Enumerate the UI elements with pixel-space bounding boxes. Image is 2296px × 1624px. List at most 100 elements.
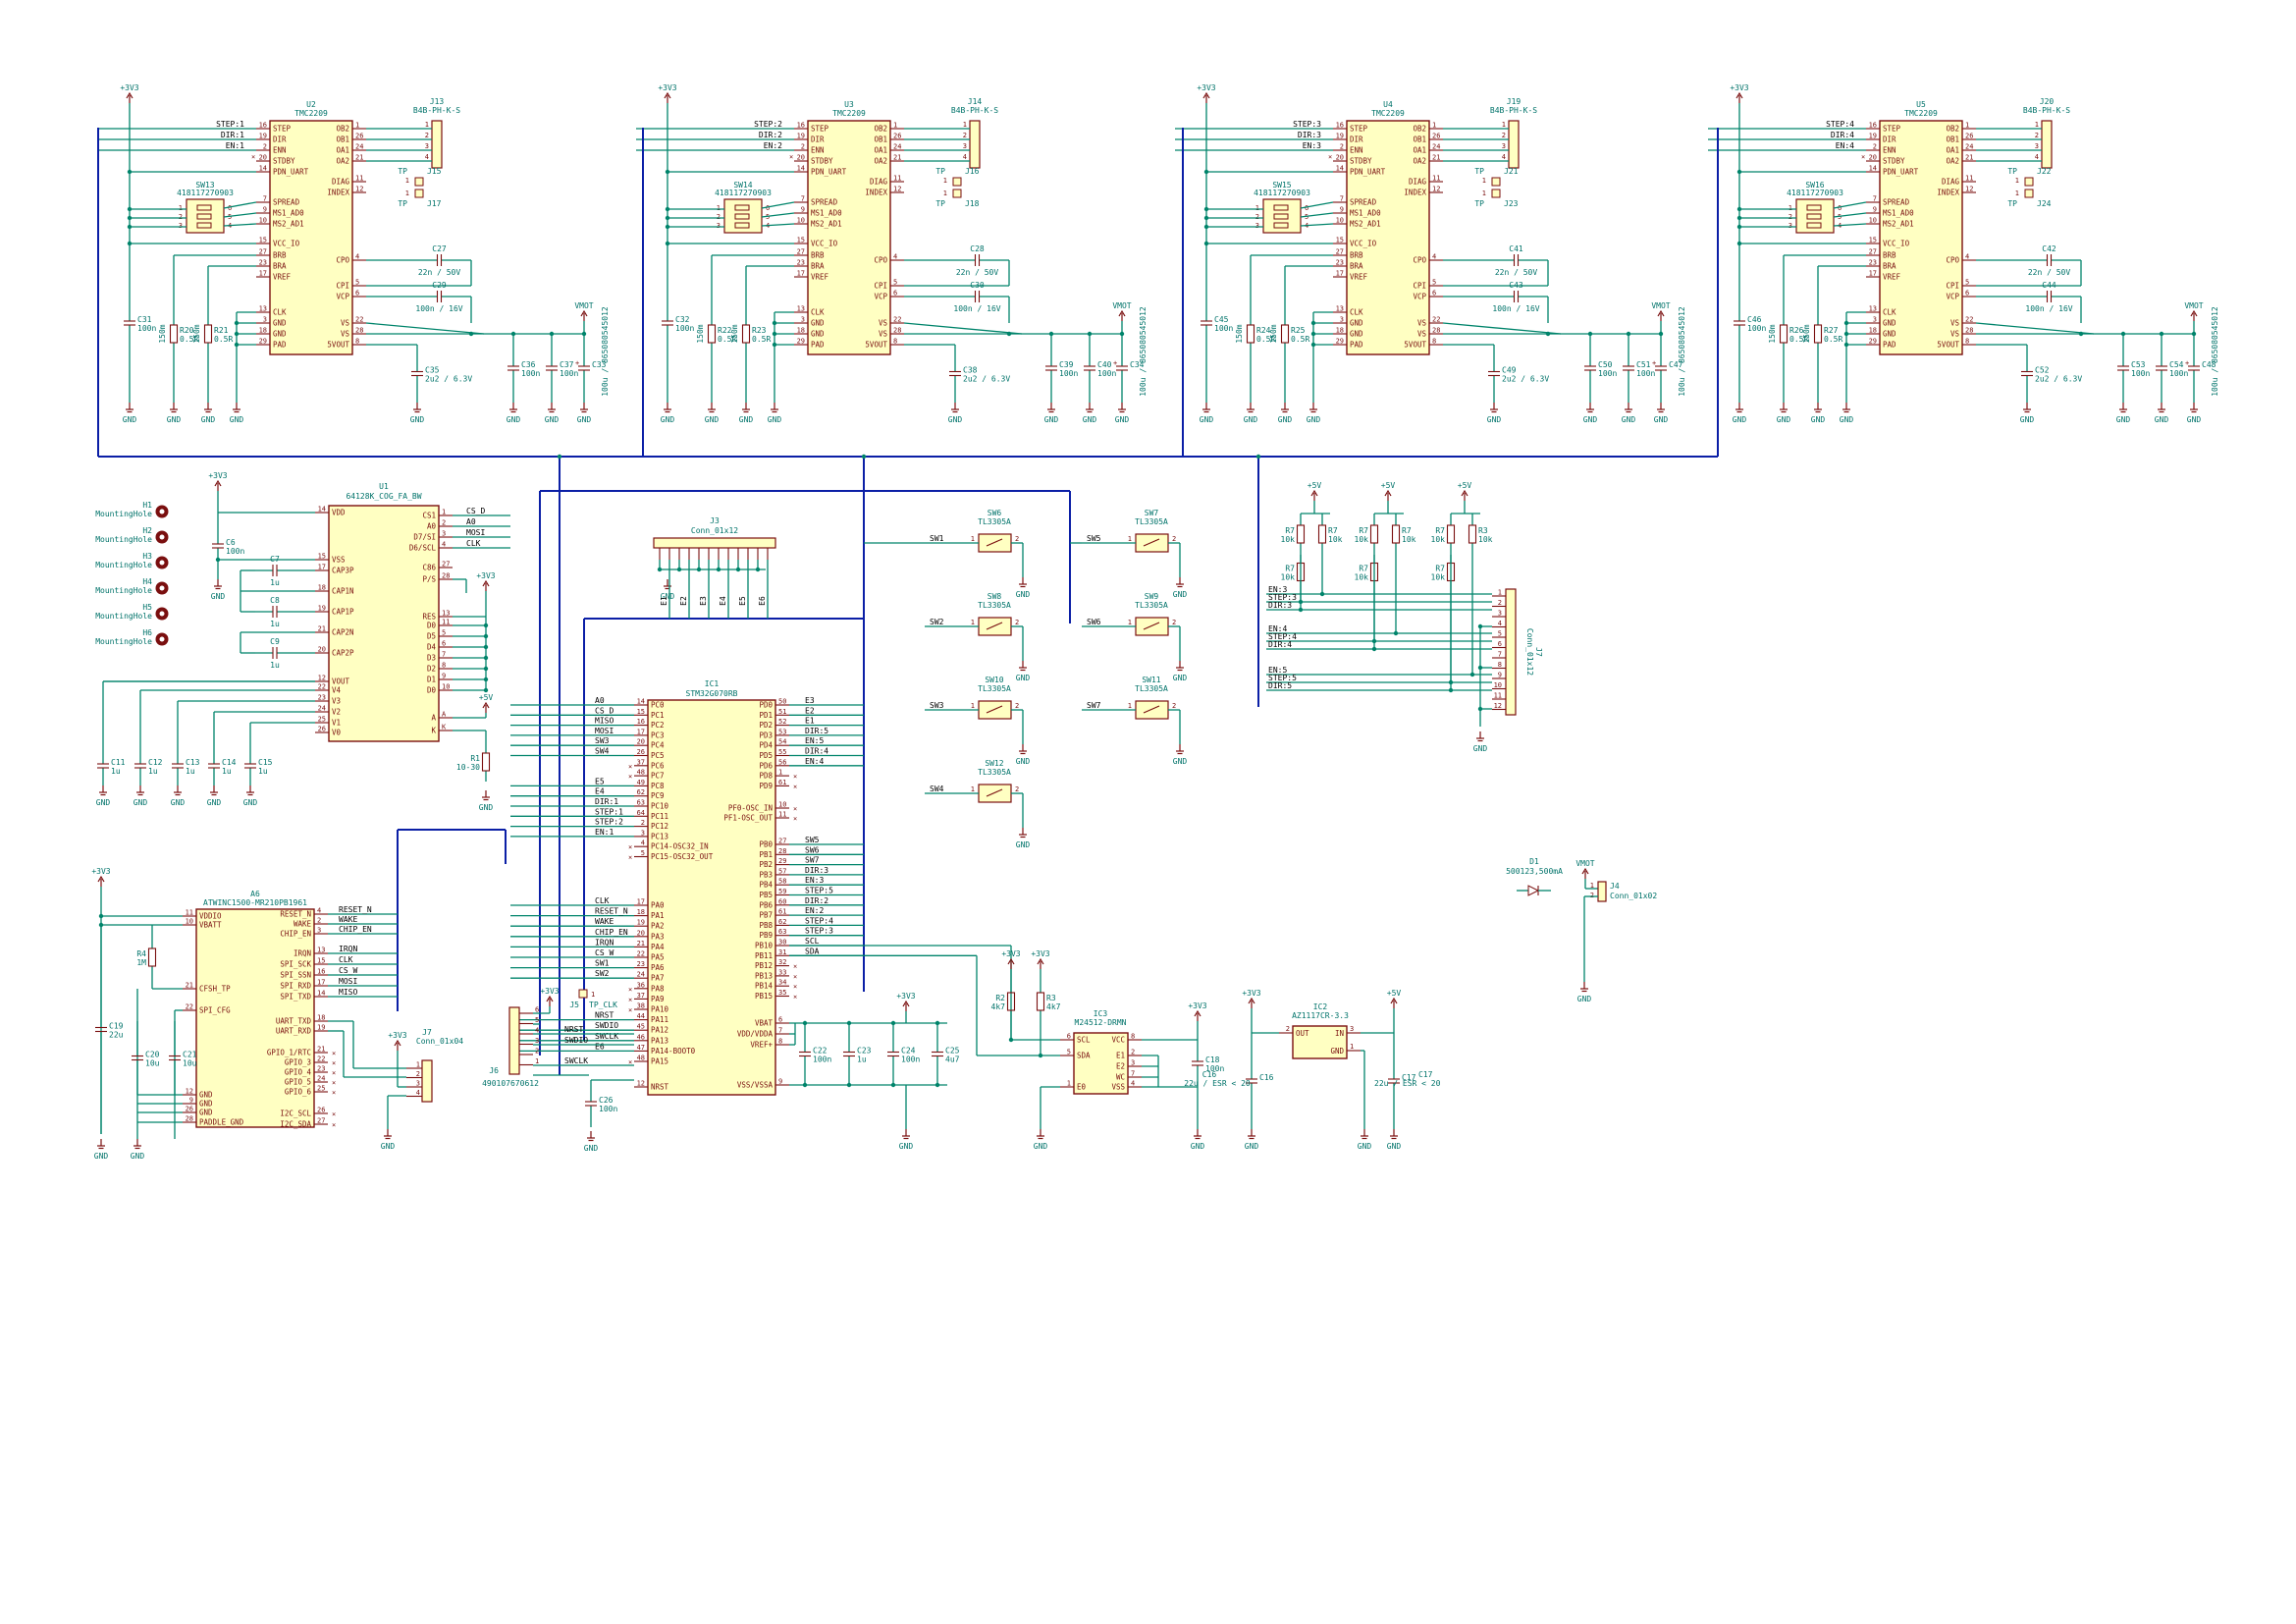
pin-name: SPI_TXD [280,993,311,1001]
pin-name: PB9 [759,931,773,940]
cap-value: 100n [675,324,694,333]
no-connect: × [1861,153,1865,161]
pin-name: CLK [1350,308,1363,317]
driver-part: TMC2209 [294,109,328,118]
pin-name: BRB [811,251,825,260]
net-label: SW5 [805,836,820,844]
no-connect: × [332,1059,336,1067]
pin-name: CHIP_EN [280,930,311,939]
res-ref: R23 [752,326,767,335]
pin-number: 4 [893,253,897,261]
switch-contact [1143,538,1160,547]
pin-number: 23 [1869,259,1877,267]
pin-number: 2 [425,132,429,139]
pin-number: 21 [1965,154,1973,162]
ground-label: GND [1473,744,1488,753]
pin-number: 63 [637,799,645,807]
ground-label: GND [577,415,592,424]
net-label: DIR:2 [805,896,828,905]
pin-number: 2 [1590,892,1594,899]
pin-name: CFSH_TP [199,985,231,994]
pin-name: PAD [811,341,825,350]
junction [483,644,489,650]
no-connect: × [793,963,797,971]
no-connect: × [789,153,793,161]
pin-number: 14 [318,506,326,514]
cap-value: 1u [258,767,268,776]
ground-symbol: GND [230,403,243,424]
pin-number: 14 [259,165,267,173]
pin-number: 28 [1965,327,1973,335]
pin-number: 27 [442,561,450,568]
pin-number: 4 [1432,253,1436,261]
res-ref: R3 [1478,526,1488,535]
pin-name: OA1 [1413,146,1426,155]
pin-name: PC10 [651,802,669,811]
pin-name: MS1_AD0 [811,209,842,218]
pin-number: 19 [318,605,326,613]
pin-name: 5VOUT [327,341,349,350]
pin-number: 6 [1838,204,1842,212]
cap-value: 2u2 / 6.3V [2035,375,2082,384]
res-body [1317,524,1327,544]
pin-name: PA9 [651,995,665,1003]
power-symbol: +3V3 [658,83,677,103]
junction [468,331,474,337]
pin-number: 6 [1965,290,1969,298]
power-label: +3V3 [1730,83,1748,92]
pin-name: SDA [1077,1052,1091,1060]
net-label: E6 [595,1042,605,1051]
pin-name: VS [1950,330,1960,339]
pin-number: 3 [263,316,267,324]
junction [234,331,240,337]
junction [1008,1037,1014,1043]
mounting-hole-bore [159,560,165,566]
junction [1203,206,1209,212]
cap-value: 10u [145,1059,160,1068]
ground-label: GND [1811,415,1826,424]
pin-name: STEP [811,125,829,134]
pin-number: 7 [1340,195,1344,203]
pin-number: 9 [801,206,805,214]
pin-name: VREF [1883,273,1901,282]
pin-number: 28 [778,847,786,855]
ground-label: GND [1016,674,1031,682]
pin-number: 37 [637,992,645,1000]
junction [1448,679,1454,685]
pin-name: PA8 [651,984,665,993]
pin-number: 21 [893,154,901,162]
pin-name: RES [422,613,436,622]
pin-name: VDD/VDDA [737,1030,774,1039]
cap-ref: C38 [963,366,978,375]
cap-value: 100n [599,1105,617,1113]
res-value: 4k7 [991,1002,1006,1011]
ground-symbol: GND [201,403,215,424]
pin-number: 24 [1965,143,1973,151]
res-power: 150m [1802,324,1811,343]
pin-number: 10 [1336,217,1344,225]
net-label: E5 [595,777,605,785]
pin-number: K [442,724,447,731]
pin-number: 33 [778,968,786,976]
cap-ref: C13 [186,758,200,767]
junction [1736,206,1742,212]
dip-switch-part: 418117270903 [1254,189,1310,197]
hole-ref: H5 [142,603,152,612]
pin-name: VCC_IO [1883,240,1910,248]
pin-number: 15 [318,553,326,561]
net-label: STEP:3 [805,927,833,936]
signal-wire [1833,201,1867,209]
pin-number: 26 [317,1107,325,1114]
pin-number: 22 [317,1056,325,1063]
junction [127,215,133,221]
mounting-hole-bore [159,509,165,514]
junction [127,206,133,212]
pin-name: BRB [1883,251,1896,260]
pin-number: 17 [317,979,325,987]
pin-number: 1 [971,535,975,543]
pin-number: 26 [637,748,645,756]
pin-name: INDEX [1937,189,1959,197]
pin-number: 14 [1336,165,1344,173]
